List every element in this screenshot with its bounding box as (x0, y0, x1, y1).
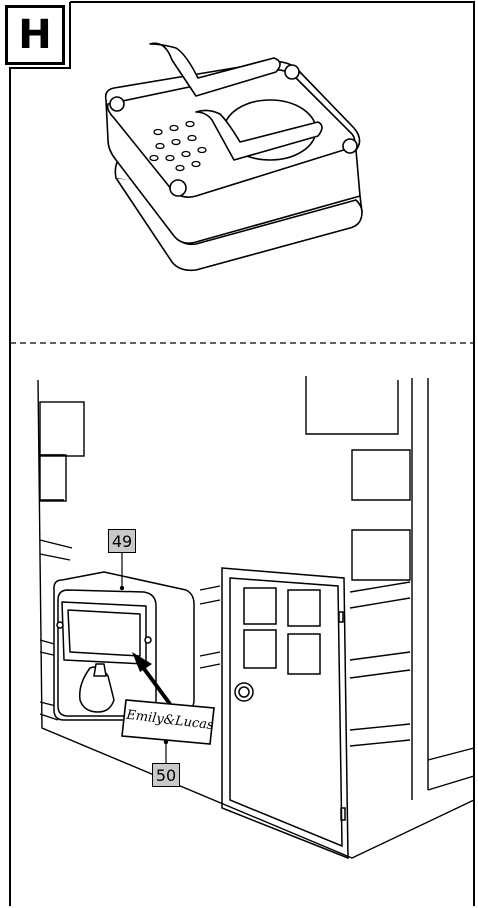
step-letter: H (5, 5, 65, 65)
label-holder-icon (106, 43, 362, 270)
mounted-holder-icon (54, 572, 194, 720)
part-callout-49: 49 (108, 529, 136, 553)
part-callout-50: 50 (152, 763, 180, 787)
door-icon (222, 568, 348, 858)
